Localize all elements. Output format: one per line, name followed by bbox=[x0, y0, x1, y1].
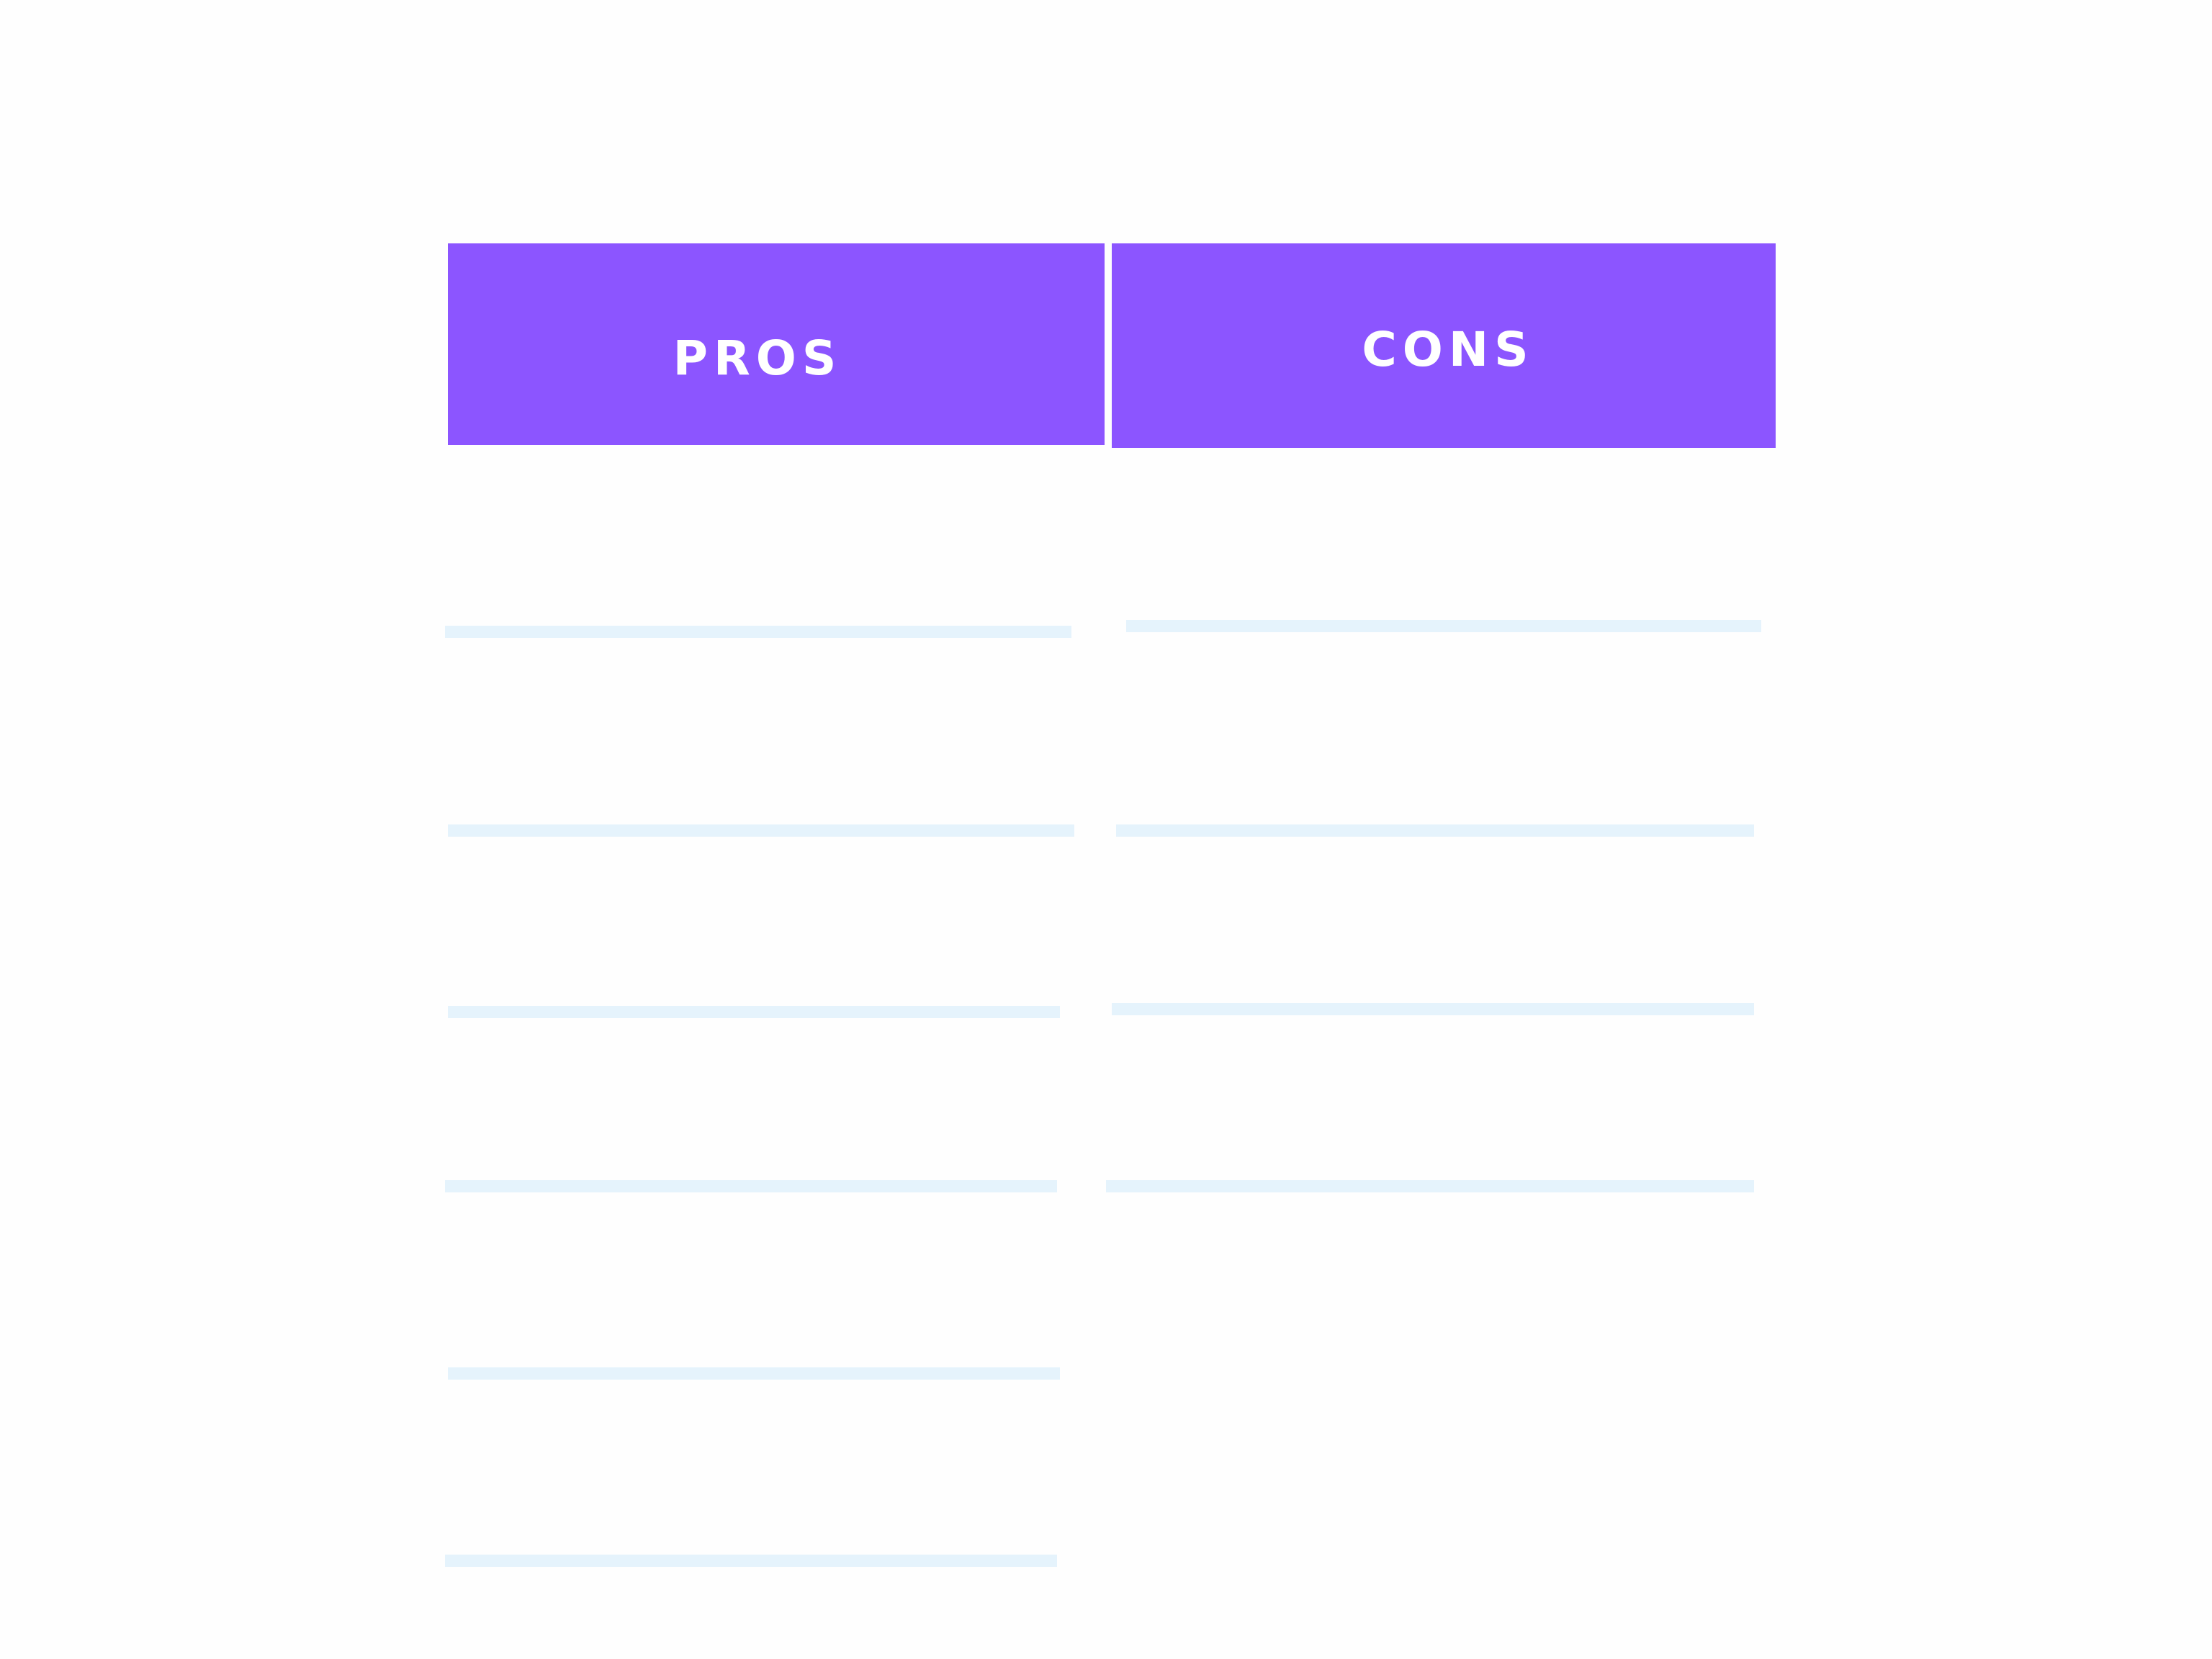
cons-blank-line[interactable] bbox=[1116, 824, 1754, 837]
pros-blank-line[interactable] bbox=[445, 1180, 1057, 1192]
pros-blank-line[interactable] bbox=[445, 626, 1071, 638]
cons-blank-line[interactable] bbox=[1126, 620, 1761, 632]
pros-blank-line[interactable] bbox=[448, 1367, 1060, 1380]
pros-header: PROS bbox=[448, 243, 1105, 445]
cons-header: CONS bbox=[1112, 243, 1776, 448]
pros-heading: PROS bbox=[673, 331, 842, 386]
cons-blank-line[interactable] bbox=[1106, 1180, 1754, 1192]
pros-blank-line[interactable] bbox=[448, 1006, 1060, 1018]
pros-blank-line[interactable] bbox=[448, 824, 1074, 837]
cons-blank-line[interactable] bbox=[1112, 1003, 1754, 1015]
cons-heading: CONS bbox=[1362, 322, 1534, 377]
pros-blank-line[interactable] bbox=[445, 1555, 1057, 1567]
